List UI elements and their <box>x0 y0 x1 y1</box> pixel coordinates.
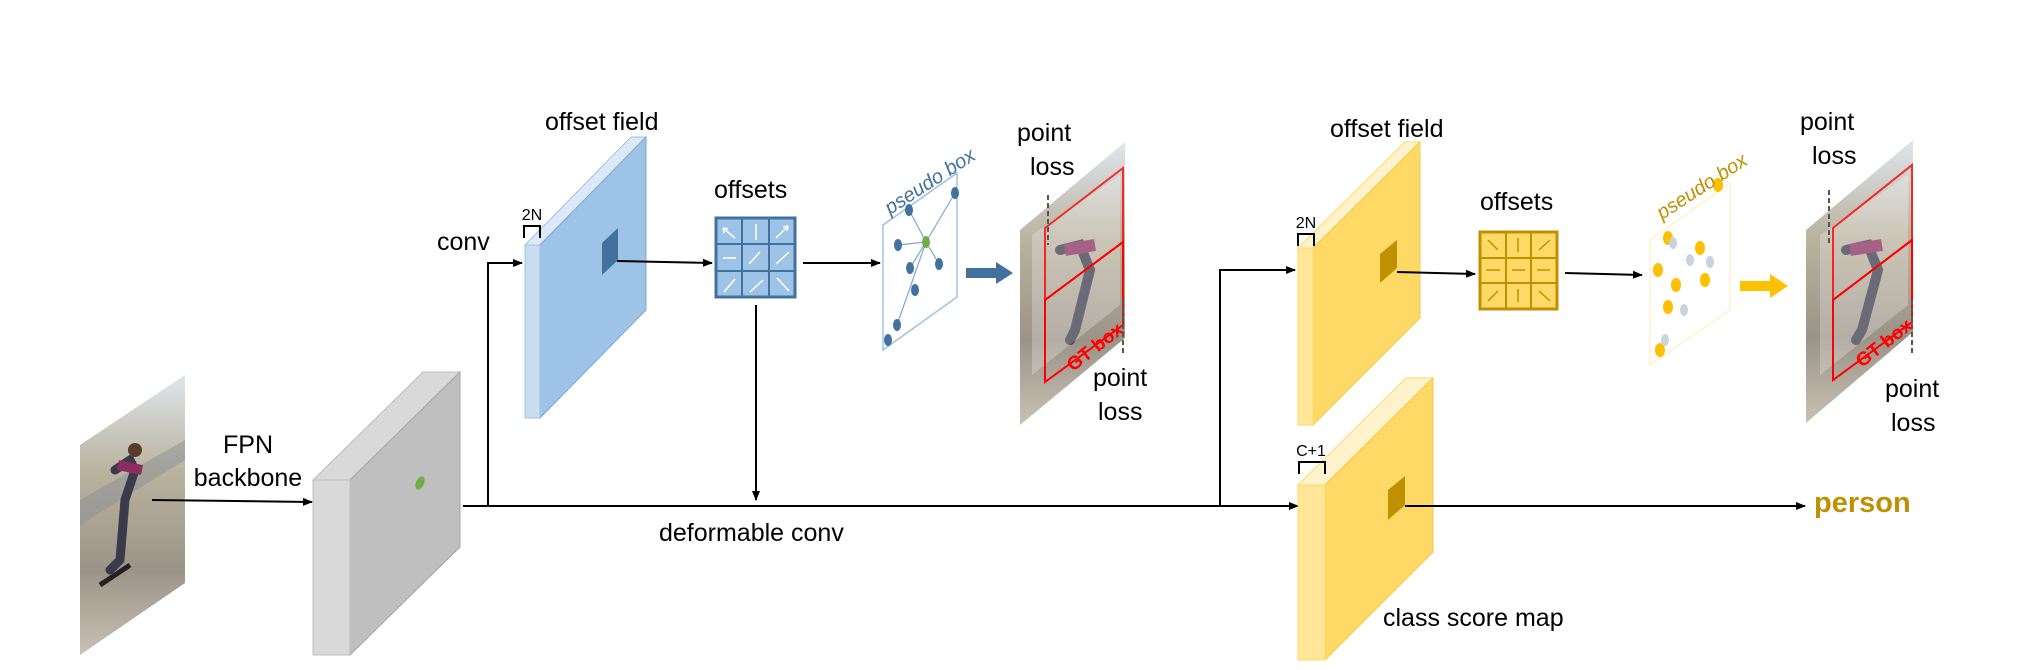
class-score-map <box>1296 376 1435 662</box>
offsets-1-label: offsets <box>714 176 787 204</box>
second-stage-branch-line <box>1219 266 1296 506</box>
arrow-field1-to-offsets1 <box>616 258 713 267</box>
pseudo-box-2-label: pseudo box <box>1652 149 1752 225</box>
dim-c1: C+1 <box>1296 443 1326 460</box>
dim-c1-bracket <box>1298 461 1326 474</box>
point-loss-bottom-2-line2: loss <box>1891 409 1935 437</box>
pseudo-box-1 <box>882 171 959 352</box>
result-image-1 <box>1020 142 1125 425</box>
backbone-feature-map <box>311 370 462 657</box>
offset-field-1 <box>523 135 648 420</box>
point-loss-top-2-line1: point <box>1800 108 1854 136</box>
offset-field-1-label: offset field <box>545 108 659 136</box>
offsets-grid-2 <box>1478 230 1559 311</box>
offsets-2-label: offsets <box>1480 188 1553 216</box>
result-image-2 <box>1806 140 1913 423</box>
arrow-field2-to-offsets2 <box>1396 269 1476 278</box>
conv-label: conv <box>437 228 490 256</box>
pseudo-box-1-label: pseudo box <box>880 144 980 220</box>
dim-2n-1: 2N <box>522 207 542 224</box>
point-loss-top-1-line1: point <box>1017 119 1071 147</box>
class-score-map-label: class score map <box>1383 604 1564 632</box>
fat-arrow-1 <box>966 262 1013 284</box>
fat-arrow-2 <box>1740 274 1788 298</box>
offsets-grid-1 <box>714 216 797 299</box>
dim-2n-2-bracket <box>1297 233 1315 246</box>
fpn-label-line2: backbone <box>194 464 302 492</box>
offset-field-2-cell <box>1380 240 1397 283</box>
offset-field-2 <box>1296 140 1422 427</box>
arrow-offsets2-to-pseudo2 <box>1564 270 1643 279</box>
point-loss-bottom-2-line1: point <box>1885 375 1939 403</box>
point-loss-bottom-1-line1: point <box>1093 364 1147 392</box>
class-score-map-cell <box>1388 476 1405 520</box>
offset-field-1-cell <box>602 228 618 275</box>
feature-point <box>415 476 425 490</box>
output-class-label: person <box>1814 487 1911 519</box>
point-loss-top-1-line2: loss <box>1030 153 1074 181</box>
input-image <box>80 375 185 655</box>
arrow-image-to-backbone <box>151 497 313 506</box>
dim-2n-1-bracket <box>523 225 541 238</box>
pseudo-box-2 <box>1649 178 1731 367</box>
point-loss-top-2-line2: loss <box>1812 142 1856 170</box>
offset-field-2-label: offset field <box>1330 115 1444 143</box>
conv-branch-line <box>487 259 523 506</box>
deformable-conv-label: deformable conv <box>659 519 844 547</box>
dim-2n-2: 2N <box>1296 215 1316 232</box>
point-loss-bottom-1-line2: loss <box>1098 398 1142 426</box>
fpn-label-line1: FPN <box>223 431 273 459</box>
